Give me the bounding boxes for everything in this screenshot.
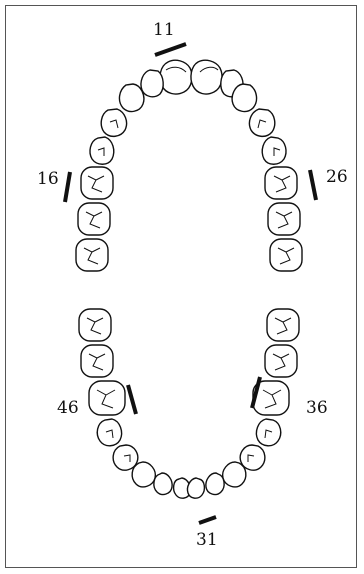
label-31: 31 — [196, 530, 218, 550]
marker-16 — [63, 171, 72, 203]
tooth-33 — [221, 461, 247, 488]
tooth-31 — [186, 477, 206, 499]
tooth-markers — [63, 42, 318, 525]
lower-arch — [78, 308, 300, 499]
tooth-11 — [159, 59, 193, 95]
label-36: 36 — [306, 398, 328, 418]
tooth-16 — [80, 166, 114, 200]
marker-46 — [126, 384, 138, 415]
tooth-23 — [231, 83, 258, 113]
tooth-48 — [78, 308, 112, 342]
tooth-21 — [190, 59, 223, 95]
diagram-frame — [5, 5, 357, 568]
tooth-28 — [269, 238, 303, 272]
upper-arch — [75, 59, 303, 272]
tooth-15 — [89, 136, 115, 165]
tooth-37 — [264, 344, 298, 378]
tooth-34 — [239, 444, 266, 471]
upper-arch-detail — [83, 66, 295, 265]
tooth-18 — [75, 238, 109, 272]
label-26: 26 — [326, 167, 348, 187]
tooth-47 — [80, 344, 114, 378]
tooth-24 — [248, 108, 276, 137]
tooth-27 — [267, 202, 301, 236]
tooth-17 — [77, 202, 111, 236]
tooth-38 — [266, 308, 300, 342]
tooth-45 — [96, 418, 123, 447]
tooth-14 — [100, 108, 128, 137]
tooth-43 — [131, 461, 157, 488]
marker-26 — [308, 169, 318, 201]
tooth-35 — [255, 418, 282, 447]
label-46: 46 — [57, 398, 79, 418]
tooth-32 — [205, 472, 225, 496]
tooth-12 — [140, 69, 164, 98]
label-11: 11 — [153, 20, 175, 40]
tooth-13 — [118, 83, 145, 113]
label-16: 16 — [37, 169, 59, 189]
lower-arch-detail — [86, 317, 292, 462]
marker-11 — [154, 42, 187, 57]
marker-36 — [250, 376, 262, 409]
tooth-42 — [153, 472, 173, 496]
tooth-44 — [112, 444, 139, 471]
tooth-26 — [264, 166, 298, 200]
marker-31 — [198, 515, 217, 525]
tooth-46 — [88, 380, 126, 416]
tooth-41 — [172, 477, 192, 499]
